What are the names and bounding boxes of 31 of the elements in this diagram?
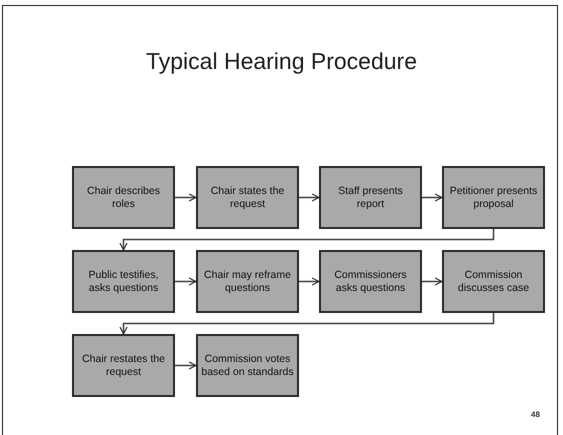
arrow [119, 313, 494, 335]
page-number: 48 [531, 410, 540, 419]
process-box [196, 250, 299, 313]
box-label: Chair restates the request [81, 352, 166, 378]
process-box [196, 166, 299, 229]
process-box [442, 166, 545, 229]
process-box [72, 334, 175, 397]
box-label: Commission discusses case [456, 268, 530, 294]
process-box [442, 250, 545, 313]
process-box [196, 334, 299, 397]
box-label: Chair describes roles [86, 184, 161, 210]
process-box [319, 166, 422, 229]
arrow [175, 361, 197, 370]
process-box [72, 166, 175, 229]
box-label: Chair may reframe questions [203, 268, 292, 294]
box-label: Commission votes based on standards [201, 352, 294, 378]
title: Typical Hearing Procedure [144, 48, 418, 75]
arrow [299, 277, 320, 286]
arrow [119, 229, 494, 251]
arrow [422, 277, 443, 286]
process-box [319, 250, 422, 313]
arrow [299, 193, 320, 202]
arrow [175, 193, 197, 202]
arrow [175, 277, 197, 286]
box-label: Commissioners asks questions [333, 268, 408, 294]
box-label: Public testifies, asks questions [87, 268, 160, 294]
box-label: Petitioner presents proposal [448, 184, 538, 210]
box-label: Staff presents report [337, 184, 404, 210]
box-label: Chair states the request [210, 184, 286, 210]
arrow [422, 193, 443, 202]
process-box [72, 250, 175, 313]
